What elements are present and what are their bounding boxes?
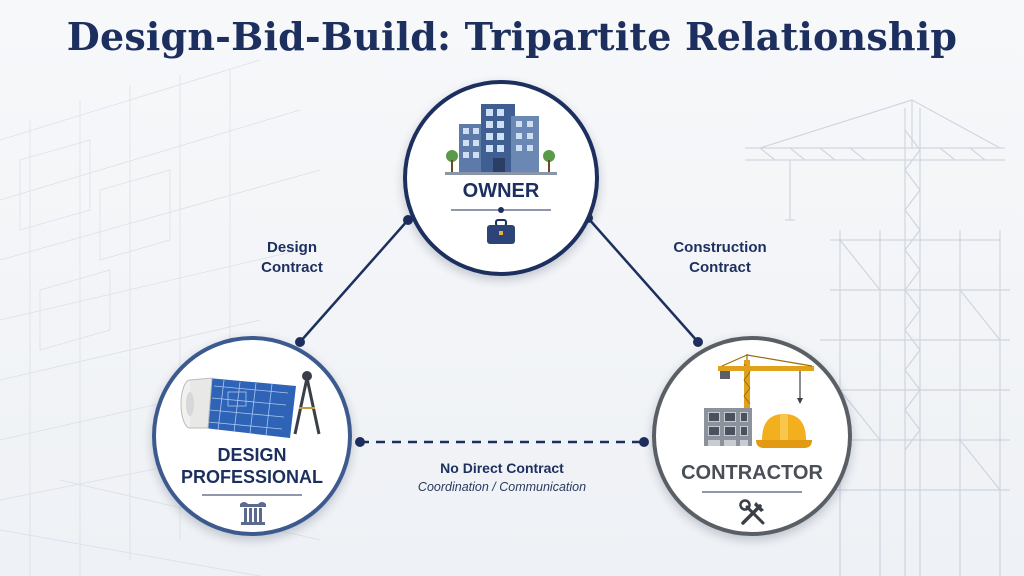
design-professional-label-line2: PROFESSIONAL: [180, 467, 323, 487]
construction-contract-label-line1: Construction: [673, 239, 767, 256]
compass-icon: [293, 371, 321, 435]
no-contract-left-dot: [355, 437, 365, 447]
construction-contract-label-line2: Contract: [689, 259, 751, 276]
design-professional-label-line1: DESIGN: [217, 445, 287, 465]
owner-node: OWNER: [403, 80, 599, 276]
owner-label: OWNER: [462, 180, 540, 202]
page-title: Design-Bid-Build: Tripartite Relationshi…: [66, 14, 958, 59]
tools-icon: [739, 499, 765, 525]
no-contract-label: No Direct Contract Coordination / Commun…: [382, 458, 622, 494]
design-contract-label: Design Contract: [232, 238, 352, 278]
contractor-node: CONTRACTOR: [652, 336, 852, 536]
design-contract-line: [299, 219, 409, 343]
design-contract-label-line1: Design: [266, 239, 317, 256]
design-professional-label: DESIGN PROFESSIONAL: [156, 444, 348, 488]
design-professional-node: DESIGN PROFESSIONAL: [152, 336, 352, 536]
building-frame-icon: [704, 408, 752, 446]
no-contract-label-line1: No Direct Contract: [440, 460, 564, 476]
hard-hat-icon: [756, 414, 812, 448]
no-contract-right-dot: [639, 437, 649, 447]
construction-contract-start-dot: [693, 337, 703, 347]
briefcase-icon: [487, 219, 515, 244]
construction-contract-label: Construction Contract: [650, 238, 790, 278]
no-contract-label-line2: Coordination / Communication: [417, 480, 587, 494]
construction-contract-line: [587, 217, 699, 343]
contractor-label: CONTRACTOR: [681, 462, 823, 484]
office-buildings-icon: [445, 104, 557, 175]
contractor-divider: [702, 491, 802, 493]
design-contract-label-line2: Contract: [261, 259, 323, 276]
owner-divider: [451, 207, 551, 213]
column-icon: [240, 502, 266, 525]
blueprint-icon: [180, 377, 296, 438]
design-contract-start-dot: [295, 337, 305, 347]
tower-crane-icon: [718, 354, 814, 416]
design-divider: [202, 494, 302, 496]
